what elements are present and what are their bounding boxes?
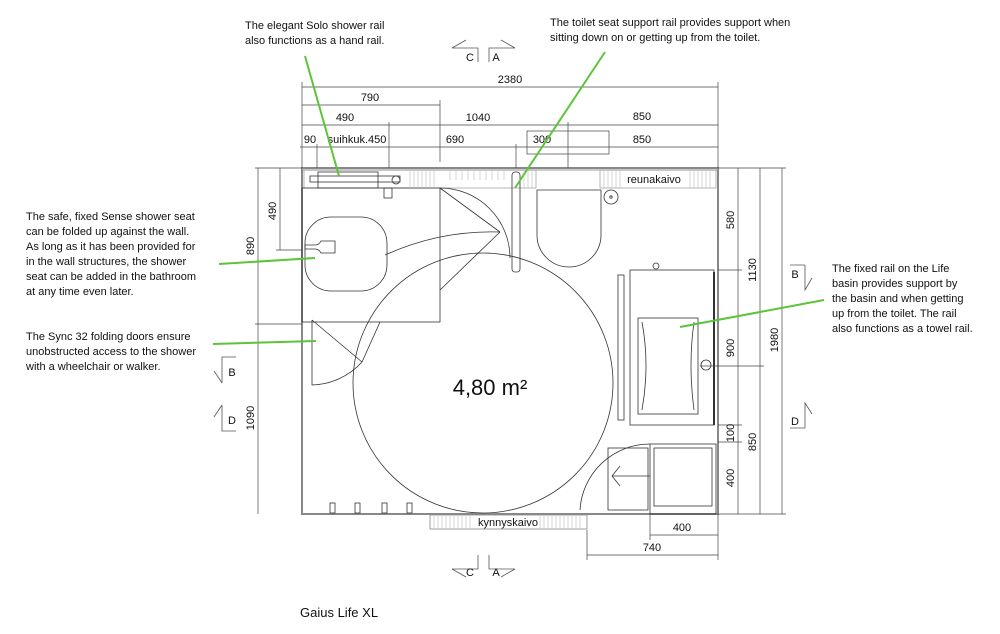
callout-folding-doors: The Sync 32 folding doors ensure unobstr… [26, 331, 196, 373]
section-bottom-c: C [466, 567, 474, 579]
leader-shower-seat [218, 257, 316, 265]
dim-90: 90 [304, 134, 316, 146]
leader-shower-rail [304, 55, 340, 177]
section-left-b: B [228, 367, 235, 379]
dim-850-upper: 850 [633, 111, 651, 123]
leader-folding-doors [212, 340, 317, 345]
plan-title: Gaius Life XL [300, 605, 379, 620]
dim-left-1090: 1090 [245, 406, 257, 430]
shower-seat [304, 216, 388, 292]
threshold-drain [429, 514, 588, 530]
dim-690: 690 [446, 134, 464, 146]
dim-right-580: 580 [725, 211, 737, 229]
dim-right-100: 100 [725, 424, 737, 442]
hatch-lines [409, 171, 711, 528]
dim-right-850: 850 [747, 433, 759, 451]
section-right-d: D [791, 416, 799, 428]
turning-circle [352, 252, 614, 514]
toilet [536, 189, 602, 268]
toilet-support-rail [511, 171, 521, 273]
storage-cabinet [649, 443, 717, 515]
storage-door-arc [579, 443, 651, 511]
dim-bottom-400: 400 [673, 522, 691, 534]
shower-area [301, 187, 441, 323]
dim-right-1980: 1980 [769, 328, 781, 352]
dim-total-width: 2380 [498, 74, 522, 86]
dim-490: 490 [336, 112, 354, 124]
area-label: 4,80 m² [453, 375, 528, 400]
leader-toilet-rail [514, 51, 606, 189]
basin-tap [700, 359, 712, 371]
dim-790: 790 [361, 92, 379, 104]
label-edge-drain: reunakaivo [627, 174, 681, 186]
callout-toilet-rail: The toilet seat support rail provides su… [550, 17, 791, 44]
shower-rail [317, 171, 379, 189]
section-markers [213, 39, 813, 578]
floor-drain [603, 189, 619, 205]
dim-right-400: 400 [725, 469, 737, 487]
leader-basin-rail [679, 299, 825, 328]
dim-right-900: 900 [725, 339, 737, 357]
folding-door-left [311, 319, 381, 386]
dim-300: 300 [533, 134, 551, 146]
dim-bottom-740: 740 [643, 542, 661, 554]
basin [637, 317, 699, 415]
room-outline [301, 167, 719, 515]
section-top-c: C [466, 52, 474, 64]
dim-left-890: 890 [245, 237, 257, 255]
dim-left-490: 490 [267, 202, 279, 220]
dim-850-lower: 850 [633, 134, 651, 146]
label-threshold-drain: kynnyskaivo [478, 517, 538, 529]
leader-lines [212, 51, 825, 345]
callout-shower-seat: The safe, fixed Sense shower seat can be… [26, 211, 197, 298]
callout-shower-rail: The elegant Solo shower rail also functi… [245, 20, 385, 47]
seat-bracket [304, 240, 336, 254]
dim-shower-cabin: suihkuk.450 [328, 134, 387, 146]
dim-1040: 1040 [466, 112, 490, 124]
dim-right-1130: 1130 [747, 258, 759, 282]
callout-basin-rail: The fixed rail on the Life basin provide… [832, 263, 973, 335]
dimension-lines [255, 82, 786, 560]
section-top-a: A [492, 52, 500, 64]
basin-cabinet [629, 269, 715, 426]
section-right-b: B [791, 269, 798, 281]
folding-door-top [384, 187, 511, 291]
section-bottom-a: A [492, 567, 500, 579]
section-left-d: D [228, 415, 236, 427]
basin-rail [617, 274, 625, 421]
